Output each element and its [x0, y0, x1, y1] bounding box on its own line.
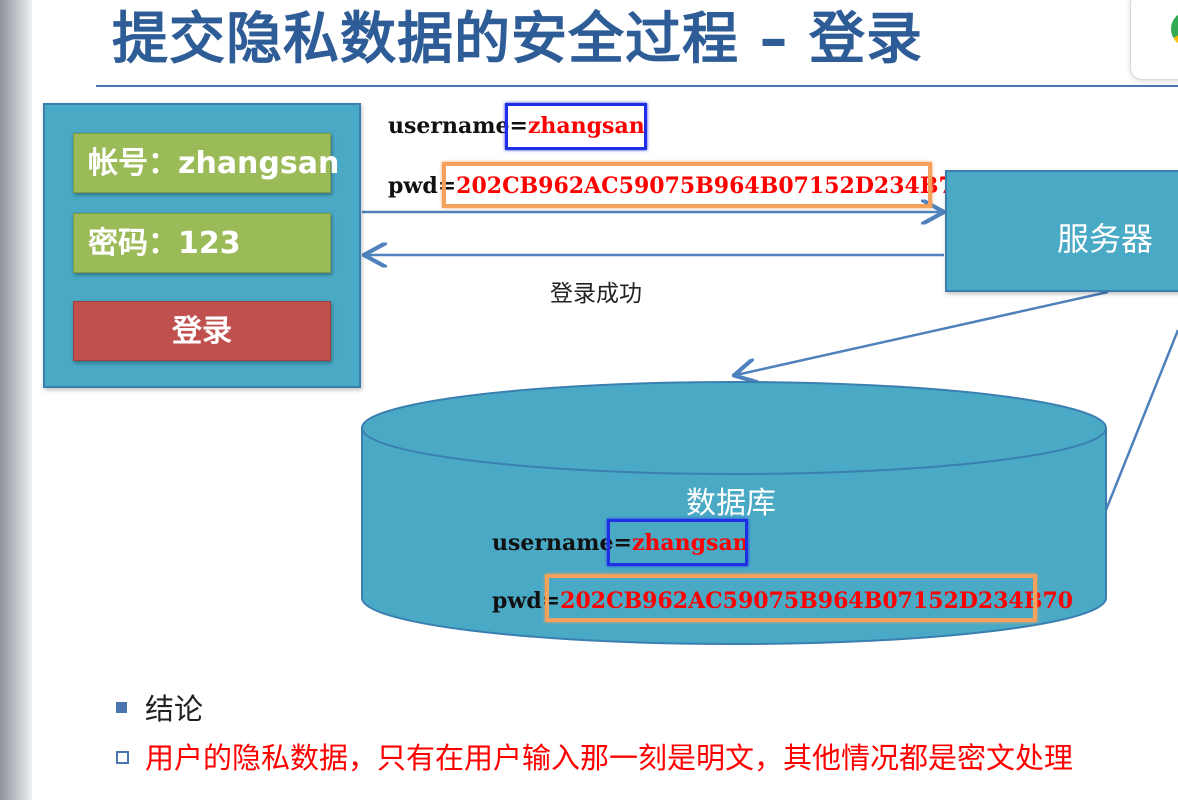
bullet-conclusion: 结论	[145, 692, 204, 726]
request-pwd-highlight	[442, 162, 932, 208]
login-success-label: 登录成功	[550, 281, 642, 307]
browser-corner-widget[interactable]	[1130, 0, 1178, 80]
request-pwd-value: 202CB962AC59075B964B07152D234B70	[456, 173, 970, 199]
database-label: 数据库	[686, 486, 776, 521]
request-username-highlight	[505, 103, 647, 150]
slide-title: 提交隐私数据的安全过程 – 登录	[112, 7, 923, 72]
slide-left-strip	[0, 0, 32, 800]
db-username-value: zhangsan	[631, 530, 749, 556]
bullet-hollow-square-icon	[116, 751, 129, 764]
bullet-conclusion-detail: 用户的隐私数据，只有在用户输入那一刻是明文，其他情况都是密文处理	[145, 741, 1074, 775]
db-pwd-value: 202CB962AC59075B964B07152D234B70	[560, 588, 1074, 614]
db-to-server-line	[1104, 329, 1178, 511]
bullet-square-icon	[116, 702, 127, 713]
request-username-line: username=zhangsan	[388, 113, 645, 139]
browser-logo-icon	[1171, 11, 1178, 47]
server-box: 服务器	[945, 170, 1178, 292]
server-to-db-arrow	[736, 290, 1109, 375]
server-label: 服务器	[1057, 220, 1154, 258]
username-field[interactable]: 帐号：zhangsan	[73, 133, 339, 193]
request-username-value: zhangsan	[527, 113, 645, 139]
password-field[interactable]: 密码：123	[73, 213, 331, 273]
login-button[interactable]: 登录	[73, 301, 331, 361]
title-underline	[96, 85, 1178, 87]
db-pwd-highlight	[545, 574, 1037, 622]
request-username-key: username=	[388, 113, 528, 139]
db-username-highlight	[607, 519, 748, 566]
login-panel: 帐号：zhangsan 密码：123 登录	[43, 103, 361, 388]
